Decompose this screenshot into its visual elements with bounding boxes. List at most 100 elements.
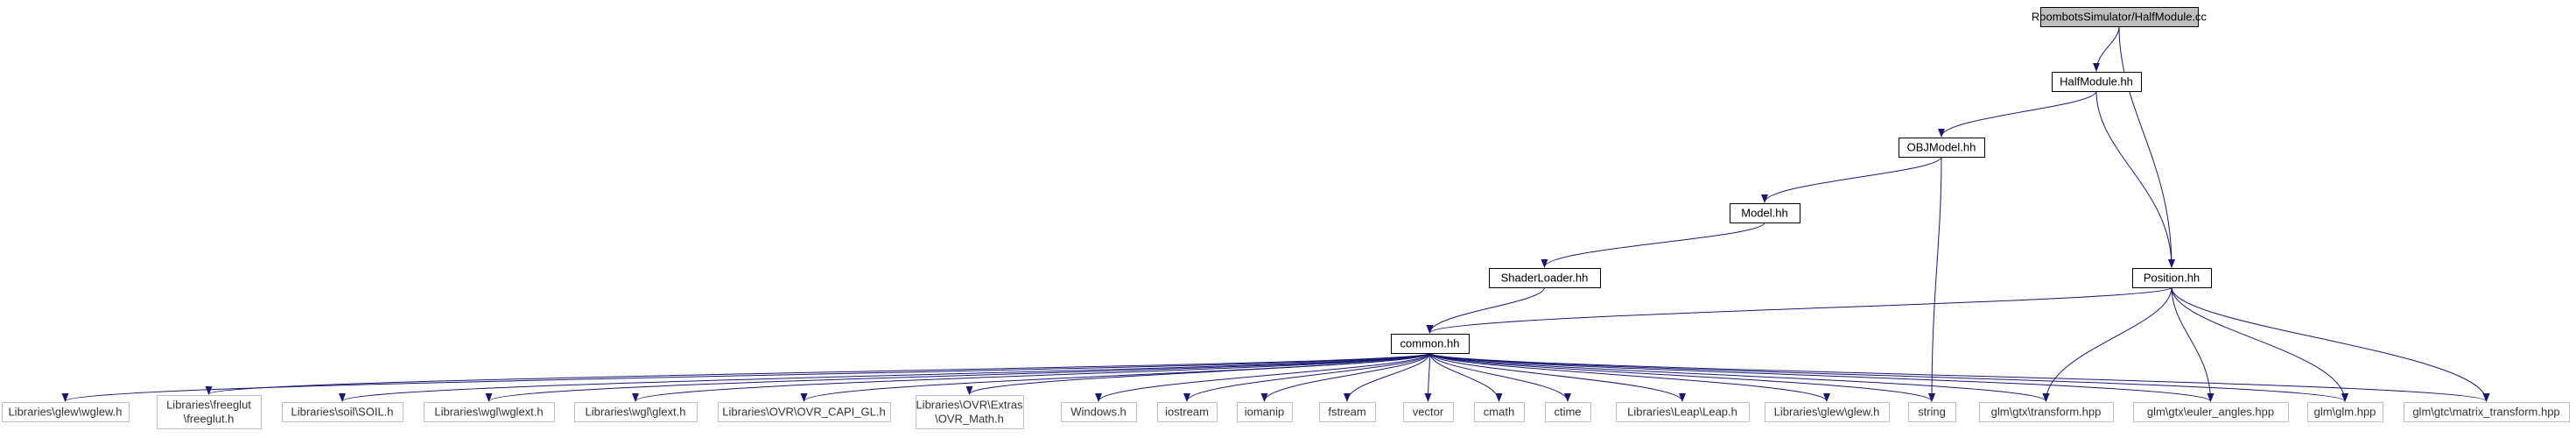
- edge-common-to-euler: [1429, 352, 2215, 402]
- node-label-shaderloader: ShaderLoader.hh: [1501, 272, 1589, 285]
- edge-root-to-halfmodule: [2093, 25, 2120, 72]
- node-model[interactable]: Model.hh: [1730, 203, 1800, 223]
- node-label-common: common.hh: [1400, 337, 1460, 350]
- node-label-freeglut-line-1: \freeglut.h: [184, 413, 235, 426]
- node-string: string: [1908, 402, 1956, 422]
- node-box-glew: [1765, 402, 1890, 422]
- node-box-vector: [1403, 402, 1454, 422]
- node-glew: Libraries\glew\glew.h: [1765, 402, 1890, 422]
- node-glm: glm\glm.hpp: [2307, 402, 2383, 422]
- node-label-fstream: fstream: [1328, 406, 1365, 419]
- node-halfmodule[interactable]: HalfModule.hh: [2052, 72, 2142, 92]
- node-box-root: [2040, 7, 2199, 27]
- edge-common-to-transform: [1429, 352, 2050, 402]
- node-label-string: string: [1918, 406, 1946, 419]
- edge-position-to-common: [1426, 286, 2172, 334]
- node-glext: Libraries\wgl\glext.h: [574, 402, 698, 422]
- node-box-euler: [2133, 402, 2289, 422]
- node-ovrmath: Libraries\OVR\Extras\OVR_Math.h: [916, 395, 1024, 429]
- node-box-matrix: [2404, 402, 2570, 422]
- node-common[interactable]: common.hh: [1391, 334, 1470, 354]
- node-label-leap: Libraries\Leap\Leap.h: [1627, 406, 1737, 419]
- edge-common-to-string: [1429, 352, 1935, 402]
- node-box-cmath: [1474, 402, 1525, 422]
- node-label-glext: Libraries\wgl\glext.h: [586, 406, 686, 419]
- edge-position-to-glm: [2171, 286, 2348, 402]
- node-box-wglext: [424, 402, 555, 422]
- edge-common-to-glext: [632, 352, 1430, 402]
- edge-common-to-glm: [1429, 352, 2348, 402]
- node-label-windows: Windows.h: [1070, 406, 1127, 419]
- edge-common-to-cmath: [1429, 352, 1503, 402]
- edge-shaderloader-to-common: [1426, 286, 1545, 334]
- node-box-objmodel: [1899, 138, 1985, 158]
- node-box-wglew: [2, 402, 130, 422]
- edge-common-to-iomanip: [1260, 352, 1430, 402]
- node-transform: glm\gtx\transform.hpp: [1979, 402, 2114, 422]
- node-box-iostream: [1157, 402, 1218, 422]
- node-label-ovrmath-line-0: Libraries\OVR\Extras: [916, 399, 1023, 412]
- node-box-soil: [282, 402, 404, 422]
- node-box-windows: [1061, 402, 1137, 422]
- node-label-model: Model.hh: [1741, 207, 1787, 220]
- node-freeglut: Libraries\freeglut\freeglut.h: [157, 395, 262, 429]
- edge-position-to-transform: [2042, 286, 2172, 402]
- node-label-objmodel: OBJModel.hh: [1907, 141, 1976, 154]
- node-label-cmath: cmath: [1484, 406, 1514, 419]
- node-box-ovrcapi: [718, 402, 891, 422]
- node-box-transform: [1979, 402, 2114, 422]
- node-cmath: cmath: [1474, 402, 1525, 422]
- edge-position-to-euler: [2171, 286, 2215, 402]
- edge-common-to-fstream: [1344, 352, 1430, 402]
- edge-common-to-matrix: [1429, 352, 2490, 402]
- node-box-halfmodule: [2052, 72, 2142, 92]
- node-box-iomanip: [1237, 402, 1293, 422]
- node-iostream: iostream: [1157, 402, 1218, 422]
- node-position[interactable]: Position.hh: [2132, 268, 2212, 288]
- node-label-glm: glm\glm.hpp: [2314, 406, 2376, 419]
- edge-common-to-wglext: [485, 352, 1430, 402]
- edge-common-to-freeglut: [206, 352, 1430, 395]
- edges-layer: [62, 25, 2490, 402]
- node-wglext: Libraries\wgl\wglext.h: [424, 402, 555, 422]
- node-box-freeglut: [157, 395, 262, 429]
- nodes-layer: RoombotsSimulator/HalfModule.ccHalfModul…: [2, 7, 2570, 429]
- node-label-root: RoombotsSimulator/HalfModule.cc: [2032, 11, 2207, 24]
- node-box-leap: [1616, 402, 1750, 422]
- node-leap: Libraries\Leap\Leap.h: [1616, 402, 1750, 422]
- node-label-halfmodule: HalfModule.hh: [2060, 75, 2133, 88]
- node-fstream: fstream: [1319, 402, 1376, 422]
- node-label-ovrcapi: Libraries\OVR\OVR_CAPI_GL.h: [722, 406, 885, 419]
- node-label-euler: glm\gtx\euler_angles.hpp: [2147, 406, 2274, 419]
- node-label-iostream: iostream: [1165, 406, 1209, 419]
- edge-halfmodule-to-position: [2095, 90, 2175, 268]
- edge-common-to-iostream: [1183, 352, 1430, 402]
- node-ovrcapi: Libraries\OVR\OVR_CAPI_GL.h: [718, 402, 891, 422]
- node-shaderloader[interactable]: ShaderLoader.hh: [1489, 268, 1601, 288]
- node-vector: vector: [1403, 402, 1454, 422]
- node-label-ovrmath-line-1: \OVR_Math.h: [935, 413, 1004, 426]
- node-euler: glm\gtx\euler_angles.hpp: [2133, 402, 2289, 422]
- node-matrix: glm\gtc\matrix_transform.hpp: [2404, 402, 2570, 422]
- node-box-model: [1730, 203, 1800, 223]
- edge-common-to-glew: [1429, 352, 1830, 402]
- edge-common-to-ctime: [1429, 352, 1571, 402]
- edge-common-to-vector: [1424, 352, 1432, 402]
- node-label-matrix: glm\gtc\matrix_transform.hpp: [2412, 406, 2559, 419]
- node-label-position: Position.hh: [2144, 272, 2200, 285]
- node-box-shaderloader: [1489, 268, 1601, 288]
- edge-position-to-matrix: [2171, 286, 2490, 402]
- edge-common-to-ovrmath: [965, 352, 1430, 395]
- edge-common-to-windows: [1095, 352, 1430, 402]
- node-label-glew: Libraries\glew\glew.h: [1774, 406, 1880, 419]
- node-label-iomanip: iomanip: [1245, 406, 1285, 419]
- edge-common-to-wglew: [62, 352, 1430, 402]
- node-root[interactable]: RoombotsSimulator/HalfModule.cc: [2032, 7, 2207, 27]
- node-box-fstream: [1319, 402, 1376, 422]
- node-label-ctime: ctime: [1554, 406, 1581, 419]
- node-wglew: Libraries\glew\wglew.h: [2, 402, 130, 422]
- node-label-wglew: Libraries\glew\wglew.h: [8, 406, 122, 419]
- node-objmodel[interactable]: OBJModel.hh: [1899, 138, 1985, 158]
- node-label-soil: Libraries\soil\SOIL.h: [291, 406, 393, 419]
